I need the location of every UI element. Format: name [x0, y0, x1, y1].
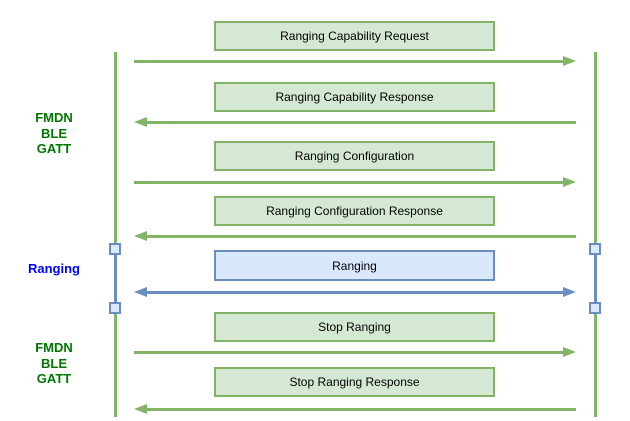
arrow-left-icon — [134, 117, 576, 127]
message-box-stop-ranging-response: Stop Ranging Response — [214, 367, 495, 397]
label-line: GATT — [36, 141, 72, 156]
lifeline-left-ranging-segment — [114, 248, 117, 308]
arrow-left-icon — [134, 404, 576, 414]
message-box-ranging-configuration: Ranging Configuration — [214, 141, 495, 171]
lifeline-right-ranging-segment — [594, 248, 597, 308]
arrowhead-left-icon — [134, 117, 147, 127]
message-box-ranging-capability-response: Ranging Capability Response — [214, 82, 495, 112]
lifeline-right-top-segment — [594, 52, 597, 248]
lifeline-left-bottom-segment — [114, 308, 117, 417]
arrow-shaft — [145, 407, 576, 411]
message-box-ranging-capability-request: Ranging Capability Request — [214, 21, 495, 51]
activation-square-icon — [109, 302, 121, 314]
activation-square-icon — [589, 243, 601, 255]
label-line: GATT — [36, 371, 72, 386]
arrowhead-right-icon — [563, 347, 576, 357]
arrow-left-icon — [134, 231, 576, 241]
arrowhead-right-icon — [563, 287, 576, 297]
arrow-shaft — [134, 59, 565, 63]
label-line: FMDN — [35, 340, 73, 355]
arrow-shaft — [145, 120, 576, 124]
arrowhead-left-icon — [134, 231, 147, 241]
activation-square-icon — [109, 243, 121, 255]
label-fmdn-ble-gatt-top: FMDN BLE GATT — [9, 110, 99, 157]
label-ranging: Ranging — [28, 261, 80, 276]
label-line: BLE — [41, 125, 67, 141]
label-line: FMDN — [35, 110, 73, 125]
lifeline-left-top-segment — [114, 52, 117, 248]
lifeline-right-bottom-segment — [594, 308, 597, 417]
message-box-stop-ranging: Stop Ranging — [214, 312, 495, 342]
arrowhead-right-icon — [563, 177, 576, 187]
arrow-right-icon — [134, 347, 576, 357]
arrow-right-icon — [134, 177, 576, 187]
arrow-bidirectional-icon — [134, 287, 576, 297]
message-box-ranging: Ranging — [214, 250, 495, 281]
arrowhead-left-icon — [134, 404, 147, 414]
arrow-shaft — [134, 180, 565, 184]
label-line: BLE — [41, 355, 67, 371]
label-fmdn-ble-gatt-bottom: FMDN BLE GATT — [9, 340, 99, 387]
arrow-right-icon — [134, 56, 576, 66]
activation-square-icon — [589, 302, 601, 314]
arrow-shaft — [145, 290, 565, 294]
arrow-shaft — [145, 234, 576, 238]
arrowhead-right-icon — [563, 56, 576, 66]
arrow-shaft — [134, 350, 565, 354]
message-box-ranging-configuration-response: Ranging Configuration Response — [214, 196, 495, 226]
arrowhead-left-icon — [134, 287, 147, 297]
